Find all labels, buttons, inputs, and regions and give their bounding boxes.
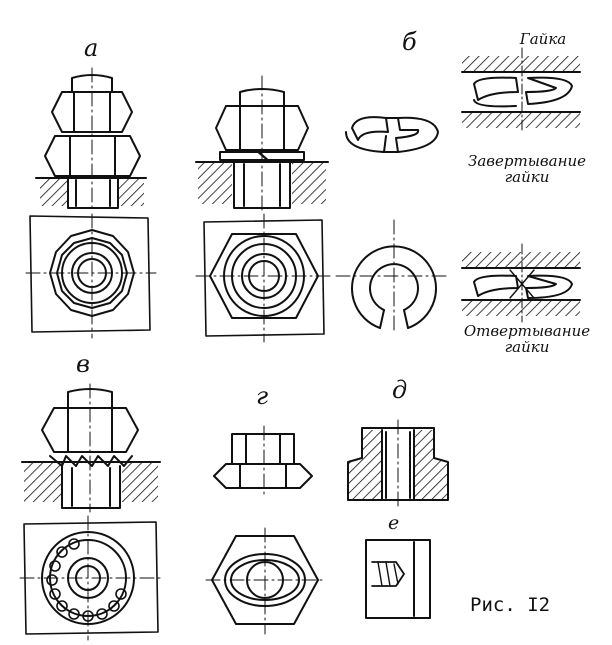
drawing-tightening-detail (461, 47, 581, 133)
label-b: б (402, 28, 417, 56)
note-loosening-line2: гайки (504, 337, 550, 356)
label-v: в (76, 350, 90, 378)
drawing-b-top-view (195, 213, 331, 343)
note-tightening: Завертывание гайки (452, 152, 602, 186)
drawing-b-split-washer-iso (345, 116, 439, 153)
note-nut: Гайка (519, 30, 567, 48)
drawing-loosening-detail (461, 243, 581, 323)
label-g: г (256, 382, 269, 410)
drawing-e-pin-detail (365, 539, 431, 619)
drawing-a-top-view (25, 213, 157, 339)
drawing-g-top-view (205, 527, 327, 635)
note-loosening: Отвертывание гайки (452, 322, 602, 356)
figure-caption: Рис. I2 (470, 594, 551, 616)
drawing-d-nut-section (347, 419, 449, 509)
drawing-g-collar-nut-side (213, 425, 313, 497)
drawing-b-split-washer-plan (335, 219, 451, 333)
label-d: д (392, 376, 408, 404)
note-tightening-line2: гайки (504, 167, 550, 186)
note-tightening-line1: Завертывание (467, 152, 587, 170)
note-loosening-line1: Отвертывание (463, 322, 591, 340)
drawing-b-spring-washer-side (195, 75, 329, 213)
label-a: а (84, 34, 99, 62)
drawing-v-top-view (19, 515, 165, 641)
label-e: е (388, 512, 400, 534)
drawing-a-double-nut-side (35, 67, 147, 213)
drawing-v-toothed-washer-side (21, 383, 161, 513)
